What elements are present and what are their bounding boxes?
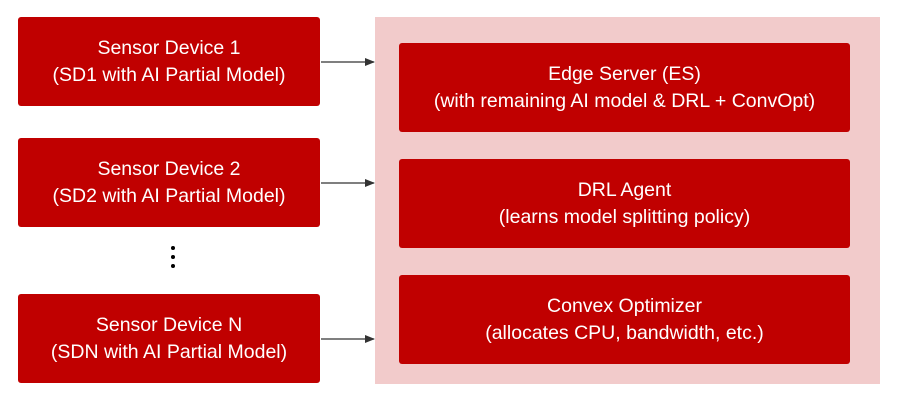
ellipsis-dot — [171, 255, 175, 259]
vertical-ellipsis — [169, 242, 179, 272]
sensor-device-n-box: Sensor Device N (SDN with AI Partial Mod… — [18, 294, 320, 383]
sensor-device-1-detail: (SD1 with AI Partial Model) — [52, 63, 286, 86]
sensor-device-n-name: Sensor Device N — [95, 313, 243, 336]
edge-server-detail: (with remaining AI model & DRL + ConvOpt… — [433, 89, 816, 112]
sensor-device-2-box: Sensor Device 2 (SD2 with AI Partial Mod… — [18, 138, 320, 227]
drl-agent-detail: (learns model splitting policy) — [498, 205, 751, 228]
ellipsis-dot — [171, 246, 175, 250]
edge-server-name: Edge Server (ES) — [548, 62, 701, 85]
sensor-device-n-detail: (SDN with AI Partial Model) — [50, 340, 288, 363]
sensor-device-2-name: Sensor Device 2 — [97, 157, 241, 180]
edge-server-box: Edge Server (ES) (with remaining AI mode… — [399, 43, 850, 132]
sensor-device-1-box: Sensor Device 1 (SD1 with AI Partial Mod… — [18, 17, 320, 106]
ellipsis-dot — [171, 264, 175, 268]
convex-optimizer-name: Convex Optimizer — [547, 294, 702, 317]
sensor-device-2-detail: (SD2 with AI Partial Model) — [52, 184, 286, 207]
convex-optimizer-detail: (allocates CPU, bandwidth, etc.) — [485, 321, 764, 344]
drl-agent-name: DRL Agent — [577, 178, 672, 201]
sensor-device-1-name: Sensor Device 1 — [97, 36, 241, 59]
drl-agent-box: DRL Agent (learns model splitting policy… — [399, 159, 850, 248]
convex-optimizer-box: Convex Optimizer (allocates CPU, bandwid… — [399, 275, 850, 364]
